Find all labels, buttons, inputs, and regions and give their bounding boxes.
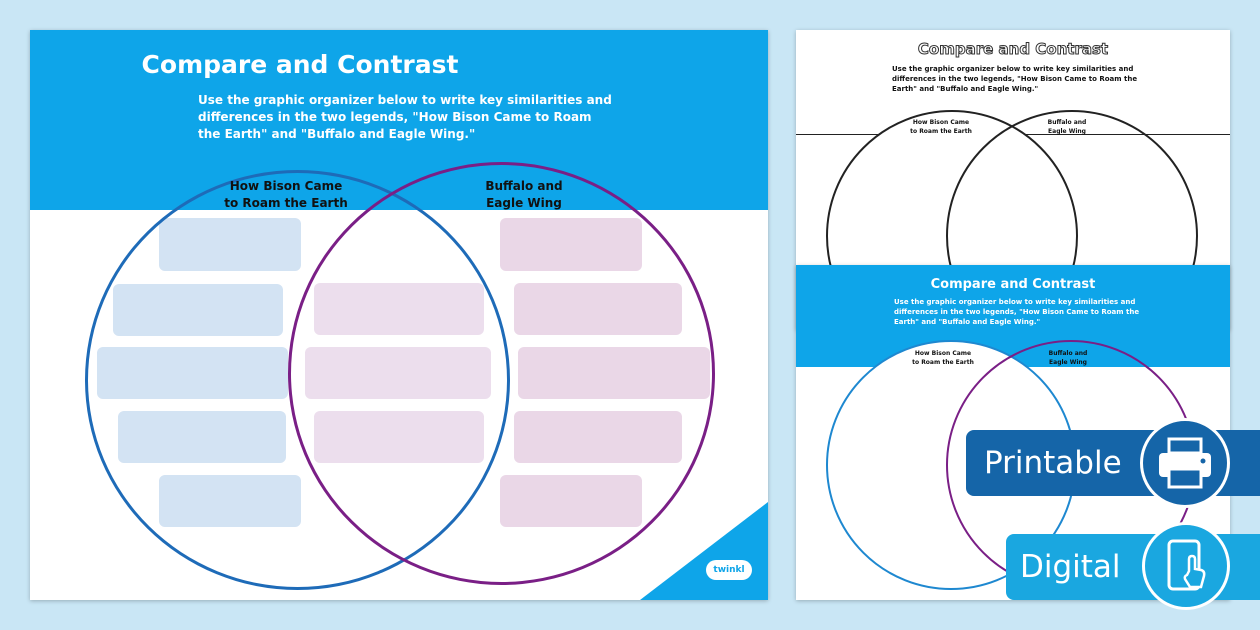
bw-right-circle	[946, 110, 1198, 330]
main-title: Compare and Contrast	[141, 50, 459, 79]
printable-label: Printable	[984, 445, 1122, 481]
bw-title: Compare and Contrast	[917, 40, 1109, 59]
front-header-band	[796, 265, 1230, 367]
digital-label: Digital	[1020, 549, 1121, 585]
front-title: Compare and Contrast	[930, 277, 1096, 292]
front-right-label: Buffalo and Eagle Wing	[1048, 350, 1088, 366]
bw-right-label: Buffalo and Eagle Wing	[1047, 119, 1087, 135]
tablet-touch-icon	[1142, 522, 1230, 610]
printer-icon	[1140, 418, 1230, 508]
bw-instructions: Use the graphic organizer below to write…	[892, 65, 1138, 93]
main-instructions: Use the graphic organizer below to write…	[198, 93, 612, 141]
bw-left-label: How Bison Came to Roam the Earth	[910, 119, 972, 135]
front-left-label: How Bison Came to Roam the Earth	[912, 350, 974, 366]
front-instructions: Use the graphic organizer below to write…	[894, 298, 1140, 326]
logo-text: twinkl	[713, 565, 745, 575]
twinkl-logo: twinkl	[706, 560, 752, 580]
left-circle-label: How Bison Came to Roam the Earth	[224, 179, 348, 210]
main-worksheet-preview: Compare and Contrast Use the graphic org…	[30, 30, 768, 600]
right-circle-label: Buffalo and Eagle Wing	[485, 179, 563, 210]
right-circle	[288, 162, 715, 585]
corner-triangle	[640, 502, 768, 600]
main-header-band	[30, 30, 768, 210]
